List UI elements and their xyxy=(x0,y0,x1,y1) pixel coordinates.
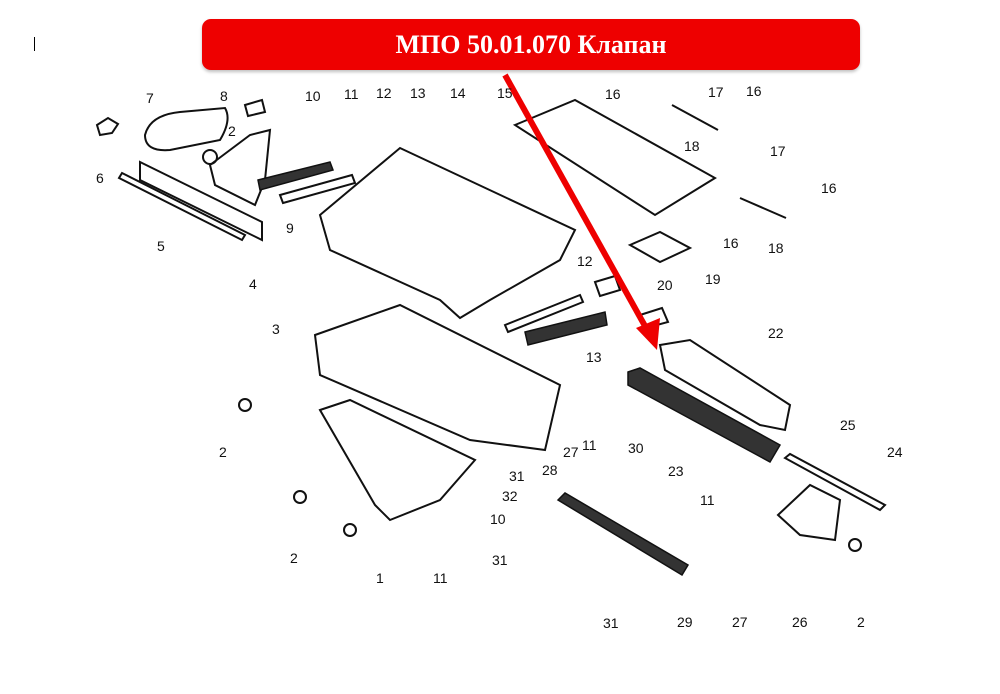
part-13b-seal xyxy=(524,311,608,346)
callout-label: 17 xyxy=(708,84,724,100)
part-shapes xyxy=(95,98,887,577)
callout-label: 2 xyxy=(290,550,298,566)
part-30-seal xyxy=(556,492,690,577)
callout-label: 6 xyxy=(96,170,104,186)
callout-label: 13 xyxy=(410,85,426,101)
part-2-bushing-e xyxy=(202,149,218,165)
part-5-strip xyxy=(117,171,247,242)
callout-label: 8 xyxy=(220,88,228,104)
callout-label: 27 xyxy=(563,444,579,460)
part-1-chute xyxy=(318,398,477,522)
part-12b-strip xyxy=(503,293,585,334)
part-19-frame xyxy=(627,230,693,264)
callout-label: 4 xyxy=(249,276,257,292)
callout-label: 19 xyxy=(705,271,721,287)
title: МПО 50.01.070 Клапан xyxy=(395,29,667,59)
callout-label: 16 xyxy=(605,86,621,102)
callout-label: 11 xyxy=(582,437,597,453)
callout-label: 13 xyxy=(586,349,602,365)
callout-label: 5 xyxy=(157,238,165,254)
part-3-body xyxy=(313,303,562,452)
part-12-seal xyxy=(257,161,334,191)
callout-label: 31 xyxy=(509,468,525,484)
part-7-cover xyxy=(143,106,229,152)
part-9-plate xyxy=(208,128,272,207)
callout-label: 15 xyxy=(497,85,513,101)
callout-label: 25 xyxy=(840,417,856,433)
callout-label: 31 xyxy=(492,552,508,568)
callout-label: 20 xyxy=(657,277,673,293)
callout-label: 11 xyxy=(344,86,359,102)
part-8-bolt xyxy=(243,98,267,118)
callout-label: 18 xyxy=(768,240,784,256)
callout-label: 23 xyxy=(668,463,684,479)
part-2-bushing-c xyxy=(343,523,357,537)
part-2-bushing-b xyxy=(293,490,307,504)
callout-label: 30 xyxy=(628,440,644,456)
callout-label: 16 xyxy=(723,235,739,251)
callout-label: 10 xyxy=(490,511,506,527)
callout-label: 22 xyxy=(768,325,784,341)
part-15-panel xyxy=(512,98,717,217)
callout-label: 11 xyxy=(433,570,448,586)
callout-label: 12 xyxy=(376,85,392,101)
part-2-bushing-d xyxy=(848,538,862,552)
callout-label: 3 xyxy=(272,321,280,337)
callout-label: 26 xyxy=(792,614,808,630)
part-4-strip xyxy=(139,160,263,242)
part-13-strip xyxy=(278,173,357,205)
text-cursor xyxy=(34,37,35,51)
part-14-housing xyxy=(318,146,577,320)
callout-label: 1 xyxy=(376,570,384,586)
callout-label: 11 xyxy=(700,492,715,508)
part-20-block xyxy=(593,274,622,298)
callout-label: 27 xyxy=(732,614,748,630)
part-18-pin xyxy=(671,104,719,131)
callout-label: 10 xyxy=(305,88,321,104)
part-6-knob xyxy=(95,116,120,137)
callout-label: 2 xyxy=(857,614,865,630)
title-banner: МПО 50.01.070 Клапан xyxy=(202,19,860,70)
callout-label: 18 xyxy=(684,138,700,154)
callout-label: 2 xyxy=(228,123,236,139)
part-18b-pin xyxy=(739,197,787,219)
callout-label: 32 xyxy=(502,488,518,504)
callout-labels: 7 8 10 11 12 13 14 15 16 17 16 6 2 9 5 4… xyxy=(96,83,903,631)
callout-label: 16 xyxy=(746,83,762,99)
callout-label: 7 xyxy=(146,90,154,106)
callout-label: 2 xyxy=(219,444,227,460)
part-23-seal xyxy=(627,367,782,464)
callout-label: 14 xyxy=(450,85,466,101)
callout-label: 28 xyxy=(542,462,558,478)
red-arrow xyxy=(502,73,660,350)
callout-label: 29 xyxy=(677,614,693,630)
callout-label: 12 xyxy=(577,253,593,269)
callout-label: 31 xyxy=(603,615,619,631)
callout-label: 17 xyxy=(770,143,786,159)
callout-label: 9 xyxy=(286,220,294,236)
part-26-plate xyxy=(776,483,842,542)
callout-label: 16 xyxy=(821,180,837,196)
part-25-shaft xyxy=(783,452,887,512)
part-2-bushing-a xyxy=(238,398,252,412)
callout-label: 24 xyxy=(887,444,903,460)
part-22-valve xyxy=(658,338,792,432)
